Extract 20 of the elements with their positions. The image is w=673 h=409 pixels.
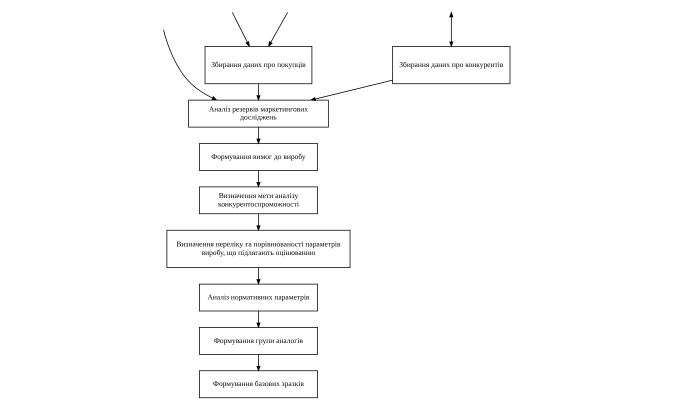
node-box: Визначення переліку та порівнюваності параметрів виробу, що підлягають оцінюванню xyxy=(166,230,350,268)
arrow xyxy=(256,310,261,329)
arrow xyxy=(163,30,218,101)
node-box: Формування групи аналогів xyxy=(199,327,318,355)
arrow xyxy=(256,170,261,188)
node-box: Формування вимог до виробу xyxy=(199,143,318,171)
node-box: Збирання даних про покупців xyxy=(204,46,312,84)
arrow xyxy=(256,214,261,232)
node-box: Збирання даних про конкурентів xyxy=(392,46,510,84)
arrow xyxy=(268,12,288,48)
node-box: Аналіз нормативних параметрів xyxy=(199,284,318,312)
arrow xyxy=(232,12,250,48)
arrow xyxy=(256,354,261,372)
arrow xyxy=(310,80,393,101)
node-box: Визначення мети аналізу конкурентоспроможності xyxy=(199,186,318,214)
arrow xyxy=(256,84,261,102)
arrow xyxy=(256,126,261,145)
arrow xyxy=(256,267,261,286)
node-box: Формування базових зразків xyxy=(199,370,318,398)
node-box: Аналіз резервів маркетингових досліджень xyxy=(188,100,329,128)
